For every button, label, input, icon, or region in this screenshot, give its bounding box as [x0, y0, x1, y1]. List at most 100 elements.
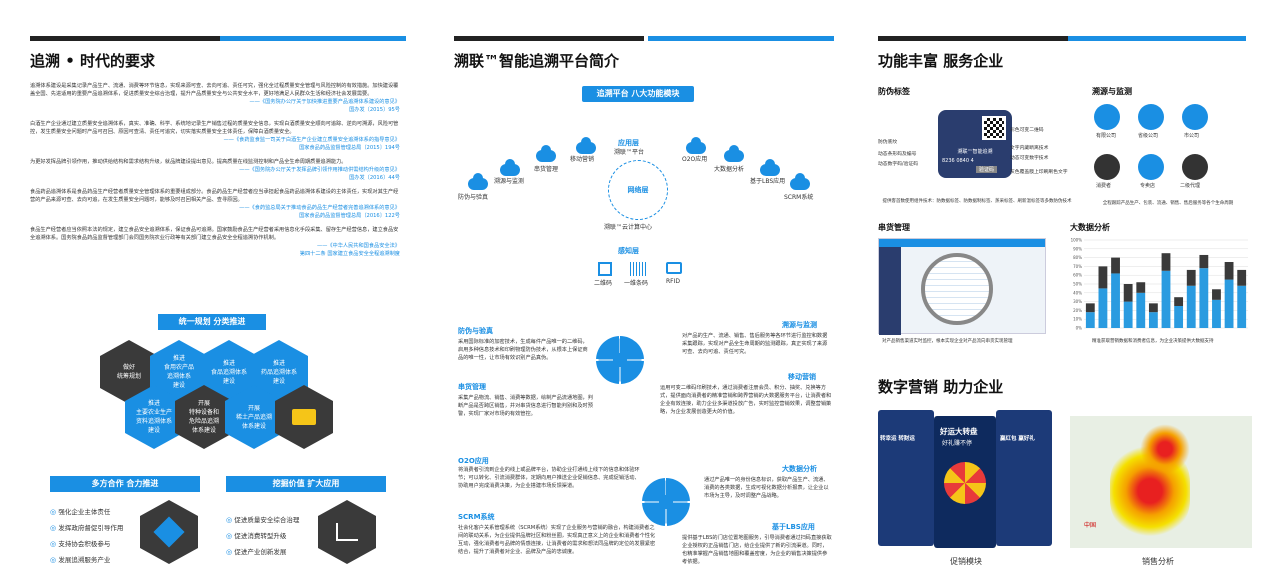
cloud-icon — [536, 145, 556, 162]
factory-icon — [1094, 104, 1120, 130]
store-icon — [1138, 154, 1164, 180]
quote-text: 白酒生产企业通过建立质量安全追溯体系，真实、准确、科学、系统地记录生产销售过程的… — [30, 121, 399, 135]
map-label: 中国 — [1084, 522, 1097, 529]
bar — [1186, 285, 1196, 328]
bar — [1224, 279, 1234, 328]
rfid-icon — [666, 262, 682, 274]
tick-label: 50% — [1073, 282, 1082, 287]
heatmap: 中国 — [1070, 416, 1252, 548]
bar — [1199, 254, 1209, 269]
section-heading: SCRM系统 — [458, 513, 495, 521]
tick-label: 60% — [1073, 273, 1082, 278]
list-item: 发挥政府督促引导作用 — [50, 520, 123, 536]
bar — [1199, 268, 1209, 328]
section-text: 对产品的生产、流通、销售、售后服务等各环节进行监控和数据采集跟踪，实现对产品全生… — [682, 333, 828, 355]
module-label: SCRM系统 — [784, 194, 814, 201]
phone-text: 转幸运 转财运 — [880, 436, 915, 442]
quote-source: ——《中华人民共和国食品安全法》 — [316, 243, 400, 249]
module-label: 防伪与验真 — [458, 194, 489, 201]
module-label: 移动营销 — [570, 156, 595, 163]
anti-label: 灰色覆盖膜上印刷刷色文字 — [1010, 170, 1068, 175]
section-heading: 串货管理 — [878, 223, 910, 232]
caption: 提供客首数使用组件技术：防数据标签、防数据制标签、蒸采标签、刷新温标签等多数防伪… — [882, 199, 1072, 204]
section-text: 采用国际标准的加密技术，生成每件产品唯一的二维码，启用多种信息技术和印刷物理防伪… — [458, 339, 588, 361]
bar — [1136, 292, 1146, 328]
platform-label: 溯联™平台 — [614, 149, 645, 156]
section-title: 数字营销 助力企业 — [878, 378, 1004, 396]
list-item: 促进消费转型升级 — [226, 528, 299, 544]
section-heading: O2O应用 — [458, 457, 489, 465]
layer-sense-label: 感知层 — [618, 247, 639, 255]
tick-label: 10% — [1073, 317, 1082, 322]
list-item: 支持协会积极参与 — [50, 536, 123, 552]
chart-hex — [318, 500, 376, 564]
cloud-center-label: 溯联™云计算中心 — [604, 224, 653, 231]
phone-text: 好运大转盘 — [940, 427, 978, 436]
cloud-icon — [576, 137, 596, 154]
module-label: 溯源与监测 — [494, 178, 525, 185]
bar — [1123, 284, 1133, 302]
node-label: 二级代理 — [1180, 183, 1201, 189]
bigdata-chart: 100%90%80%70%60%50%40%30%20%10%0% — [1066, 236, 1252, 334]
shop-icon — [1182, 154, 1208, 180]
barcode-icon — [630, 262, 646, 276]
folder-icon — [292, 409, 316, 425]
anti-label: 防伪底纹 — [878, 140, 898, 145]
page-title: 功能丰富 服务企业 — [878, 52, 1004, 70]
verify-code: 验证码 — [976, 166, 998, 173]
panel-platform-intro: 溯联™智能追溯平台简介 追溯平台 八大功能模块 应用层 溯联™平台 网络层 溯联… — [428, 0, 848, 586]
bar — [1123, 301, 1133, 328]
box-value-mining: 挖掘价值 扩大应用 — [226, 476, 386, 492]
bar — [1148, 303, 1158, 313]
bar-chart: 100%90%80%70%60%50%40%30%20%10%0% — [1071, 238, 1248, 331]
quote-text: 食品药品追溯体系是食品药品生产经营者质量安全管理体系的重要组成部分。食品药品生产… — [30, 189, 399, 203]
node-label: 消费者 — [1096, 183, 1112, 189]
node-label: 省级公司 — [1138, 133, 1159, 139]
bar — [1161, 253, 1171, 271]
section-heading: 防伪标签 — [878, 87, 910, 96]
code-label: 一维条码 — [624, 280, 649, 287]
section-heading: 溯源与监测 — [782, 321, 817, 329]
magnifier-icon — [921, 253, 993, 325]
code-label: RFID — [666, 278, 681, 285]
code-label: 二维码 — [594, 280, 613, 287]
module-label: O2O应用 — [682, 156, 708, 163]
cube-hex — [140, 500, 198, 564]
section-heading: 串货管理 — [458, 383, 486, 391]
section-text: 通过产品唯一的身份信息标识，获取产品生产、流通、消费的各类数据，生成可视化数据分… — [704, 477, 829, 499]
section-heading: 基于LBS应用 — [772, 523, 815, 531]
phone-right: 赢红包 赢好礼 — [996, 410, 1052, 546]
network-globe: 网络层 — [608, 160, 668, 220]
quote-source: 第四十二条 国家建立食品安全全程追溯制度 — [299, 251, 400, 257]
tick-label: 40% — [1073, 290, 1082, 295]
box-unified-planning: 统一规划 分类推进 — [158, 314, 266, 330]
page-title: 追溯 • 时代的要求 — [30, 52, 156, 70]
bar — [1111, 257, 1120, 274]
bar — [1085, 312, 1095, 328]
quote-source: ——《食药监总局关于推动食品药品生产经营者完善追溯体系的意见》 — [239, 205, 400, 211]
person-icon — [1094, 154, 1120, 180]
building-icon — [1138, 104, 1164, 130]
phone-text: 好礼赚不停 — [942, 440, 973, 447]
cube-icon — [153, 516, 185, 548]
quote-source: 国办发〔2015〕95号 — [349, 107, 400, 113]
caption: 对产品销售渠道实时监控，根本实现企业对产品流向串货实现管理 — [882, 339, 1013, 344]
list-item: 促进产业创新发展 — [226, 544, 299, 560]
tick-label: 30% — [1073, 299, 1082, 304]
bar — [1237, 285, 1247, 328]
quote-source: 国办发〔2016〕44号 — [349, 175, 400, 181]
module-label: 大数据分析 — [714, 166, 745, 173]
list-item: 强化企业主体责任 — [50, 504, 123, 520]
quote-text: 为更好发挥品牌引领作用，推动供给结构和需求结构升级，就品牌建设提出意见。提高质量… — [30, 159, 347, 165]
list-item: 发展追溯服务产业 — [50, 552, 123, 568]
quote-source: ——《国务院办公厅关于发挥品牌引领作用推动供需结构升级的意见》 — [239, 167, 400, 173]
tick-label: 100% — [1071, 238, 1083, 243]
value-list: 促进质量安全综合治理 促进消费转型升级 促进产业创新发展 — [226, 512, 299, 560]
building-icon — [1182, 104, 1208, 130]
tick-label: 90% — [1073, 246, 1082, 251]
page-title: 溯联™智能追溯平台简介 — [454, 52, 620, 70]
quote-source: ——《食药监食监一司关于白酒生产企业建立质量安全追溯体系的指导意见》 — [223, 137, 400, 143]
cloud-icon — [468, 173, 488, 190]
chart-icon — [336, 523, 358, 541]
section-text: 采集产品物流、销售、消费等数据，绘制产品流通地图，判断产品是否跨区销售，并对串货… — [458, 395, 593, 417]
